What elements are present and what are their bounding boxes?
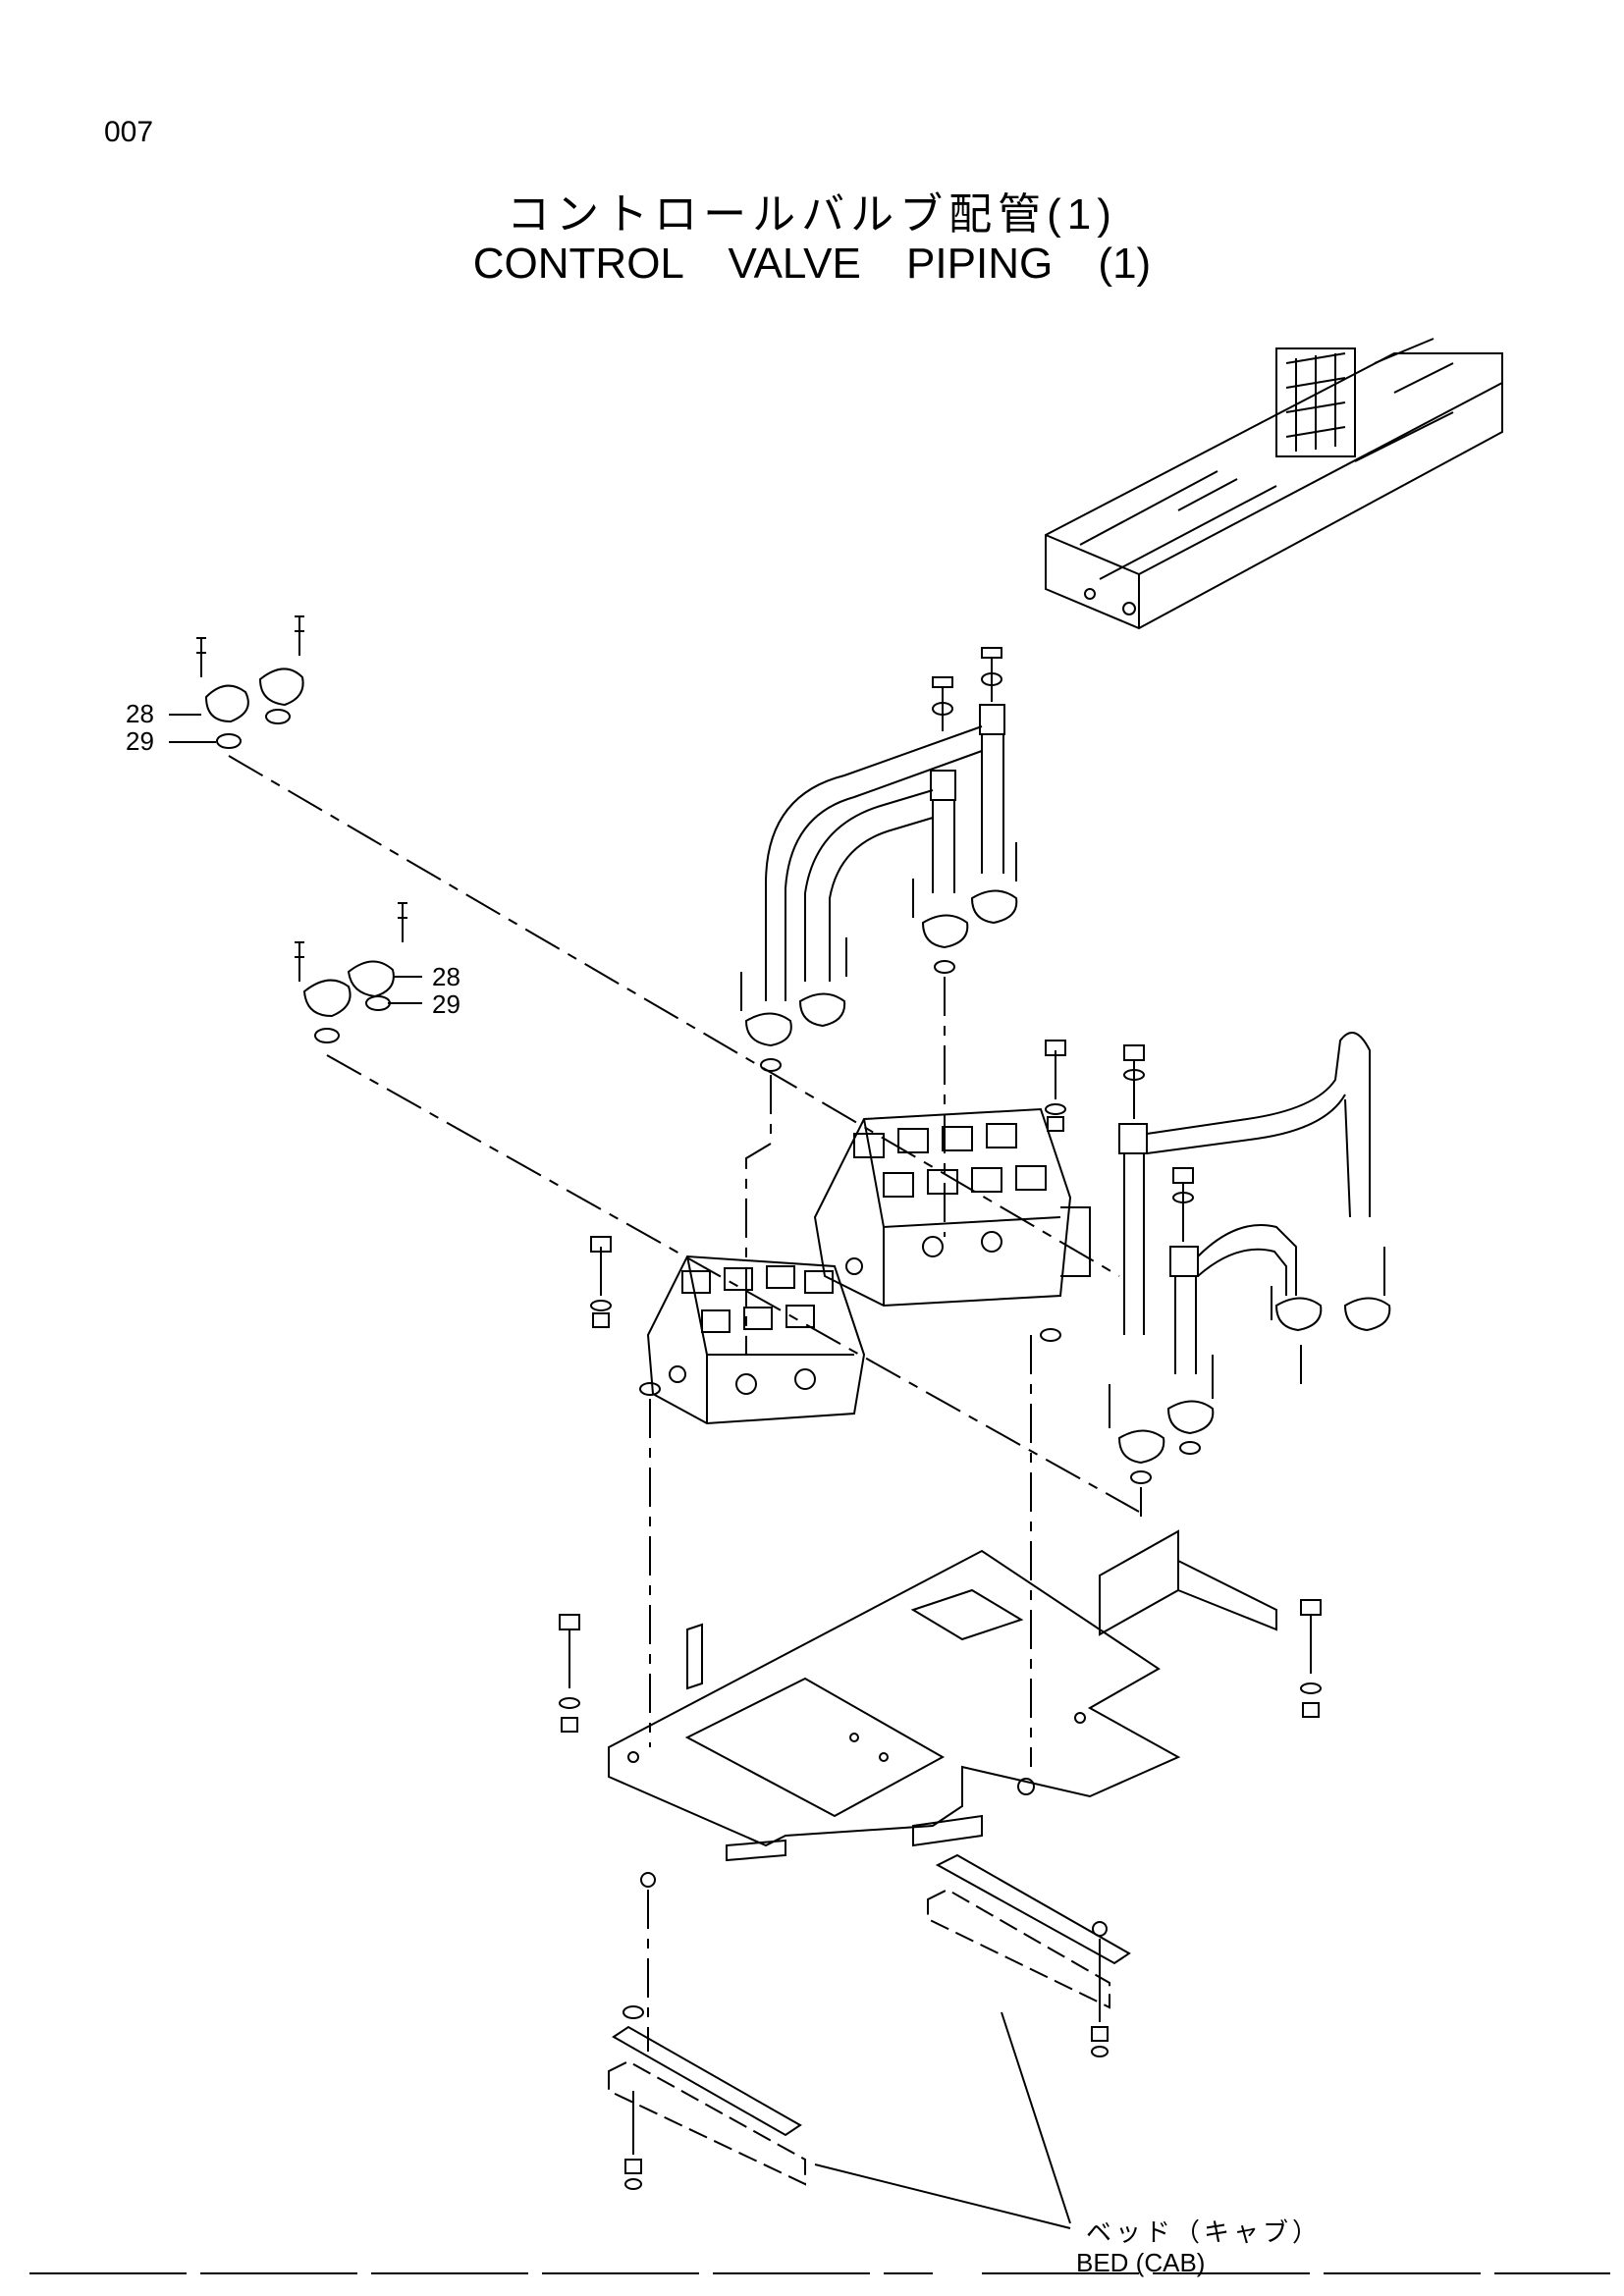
assembly-line — [228, 755, 1120, 1277]
bed-label: BED (CAB) — [1076, 2248, 1206, 2277]
mounting-plate — [608, 1529, 1277, 1862]
bed-bracket-left — [608, 2005, 806, 2190]
machine-frame-thumbnail — [1045, 338, 1503, 630]
valve-mount-bolts — [590, 1040, 1066, 1396]
pipe-assembly-upper — [740, 647, 1018, 1072]
page-title: CONTROL VALVE PIPING (1) — [472, 240, 1152, 288]
callout-29-top: 29 — [126, 726, 154, 756]
callout-28-middle: 28 — [432, 962, 460, 991]
leader-line-bed — [814, 2163, 1071, 2229]
bed-bracket-right — [927, 1853, 1131, 2057]
callout-29-middle: 29 — [432, 989, 460, 1019]
page-title-japanese: コントロールバルブ配管(1) — [507, 190, 1117, 239]
callout-28-top: 28 — [126, 699, 154, 728]
plate-mount-bolts — [559, 1599, 1322, 1937]
assembly-line — [326, 1054, 1140, 1513]
leader-line-bed — [1001, 2011, 1071, 2224]
flange-cover-middle-left — [295, 902, 422, 1043]
bed-label-japanese: ベッド（キャブ） — [1086, 2217, 1323, 2247]
flange-cover-top-left — [169, 615, 304, 749]
pipe-assembly-right — [1109, 1032, 1391, 1484]
control-valve-rear — [813, 1107, 1091, 1308]
control-valve-front — [646, 1255, 866, 1425]
page-number: 007 — [104, 116, 154, 148]
